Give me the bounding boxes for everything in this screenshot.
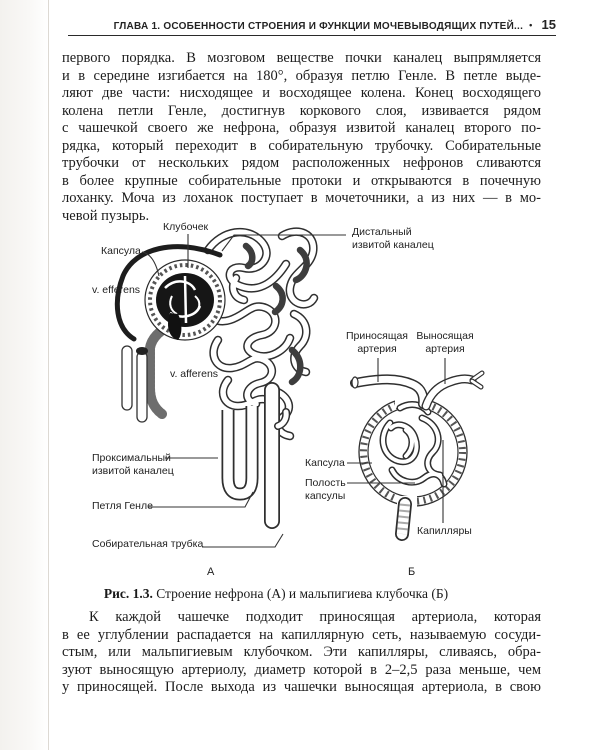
cut-vessel-ends	[121, 345, 148, 423]
label-capsule-cavity: Полость капсулы	[305, 477, 346, 502]
label-glomerulus: Клубочек	[163, 221, 209, 233]
collecting-tube-drawing	[264, 382, 291, 529]
label-distal-tubule: Дистальный извитой каналец	[352, 226, 434, 251]
text-line: и в середине изгибается на 180°, образуя…	[62, 67, 541, 84]
figure-1-3: Клубочек Дистальный извитой каналец Капс…	[0, 218, 600, 585]
text-line: ляют две части: нисходящее и восходящее …	[62, 85, 541, 101]
nephron-and-corpuscle-illustration	[114, 227, 485, 548]
glomerulus-drawing	[144, 259, 226, 341]
vessel-dark-cap	[136, 347, 148, 355]
figure-caption: Рис. 1.3. Строение нефрона (А) и мальпиг…	[62, 586, 490, 602]
chapter-title: ГЛАВА 1. ОСОБЕННОСТИ СТРОЕНИЯ И ФУНКЦИИ …	[113, 21, 524, 32]
label-capsule-right: Капсула	[305, 457, 345, 469]
henle-loop-drawing	[221, 406, 259, 501]
label-collecting-tube: Собирательная трубка	[92, 538, 204, 550]
label-v-afferens: v. afferens	[170, 368, 219, 380]
label-proximal-tubule: Проксимальный извитой каналец	[92, 452, 174, 477]
corpuscle-stem	[395, 497, 412, 541]
paragraph-bottom: К каждой чашечке подходит приносящая арт…	[62, 609, 541, 697]
label-capillaries: Капилляры	[417, 525, 472, 537]
label-capsule-left: Капсула	[101, 245, 141, 257]
text-line: колена петли Генле, достигнув коркового …	[62, 102, 541, 119]
text-line: лоханку. Моча из лоханок поступает в моч…	[62, 190, 541, 206]
label-henle-loop: Петля Генле	[92, 500, 153, 512]
text-line: с чашечкой своего же нефрона, образуя из…	[62, 120, 541, 136]
figure-caption-text: Строение нефрона (А) и мальпигиева клубо…	[156, 586, 449, 601]
panel-letter-a: А	[207, 566, 215, 578]
afferent-artery-drawing	[350, 374, 429, 409]
text-line: в более крупные собирательные протоки и …	[62, 172, 541, 189]
page-header: ГЛАВА 1. ОСОБЕННОСТИ СТРОЕНИЯ И ФУНКЦИИ …	[62, 17, 556, 32]
header-rule	[68, 35, 556, 36]
efferent-vessel-arc	[114, 244, 223, 342]
text-line: чевой пузырь.	[62, 207, 150, 224]
dark-vessel-accents	[242, 242, 310, 386]
label-leader-lines	[141, 234, 446, 548]
figure-caption-number: Рис. 1.3.	[103, 586, 153, 601]
header-bullet-icon: •	[529, 20, 533, 30]
paragraph-top: первого порядка. В мозговом веществе поч…	[62, 50, 541, 225]
panel-letter-b: Б	[408, 566, 416, 578]
text-line: первого порядка. В мозговом веществе поч…	[62, 50, 541, 66]
text-line: у приносящей. После выхода из чашечки вы…	[62, 679, 541, 695]
text-line: К каждой чашечке подходит приносящая арт…	[89, 609, 541, 625]
text-line: трубочки от нескольких рядом расположенн…	[62, 155, 541, 171]
text-line: зуют выносящую артериолу, диаметр которо…	[62, 661, 541, 678]
corpuscle-capillaries-lumen	[381, 402, 446, 486]
efferent-artery-drawing	[421, 370, 485, 411]
label-v-efferens: v. efferens	[92, 284, 141, 296]
text-line: в ее углублении распадается на капиллярн…	[62, 626, 541, 643]
text-line: рядка, который переходит в собирательную…	[62, 137, 541, 154]
page-number: 15	[541, 17, 556, 32]
nephron-tubule-tangle-lumen	[205, 229, 317, 439]
scan-page-edge	[0, 0, 49, 750]
label-afferent-artery: Приносящая артерия	[346, 330, 408, 355]
text-line: стым, или мальпигиевым клубочком. Эти ка…	[62, 644, 541, 660]
label-efferent-artery: Выносящая артерия	[416, 330, 474, 355]
